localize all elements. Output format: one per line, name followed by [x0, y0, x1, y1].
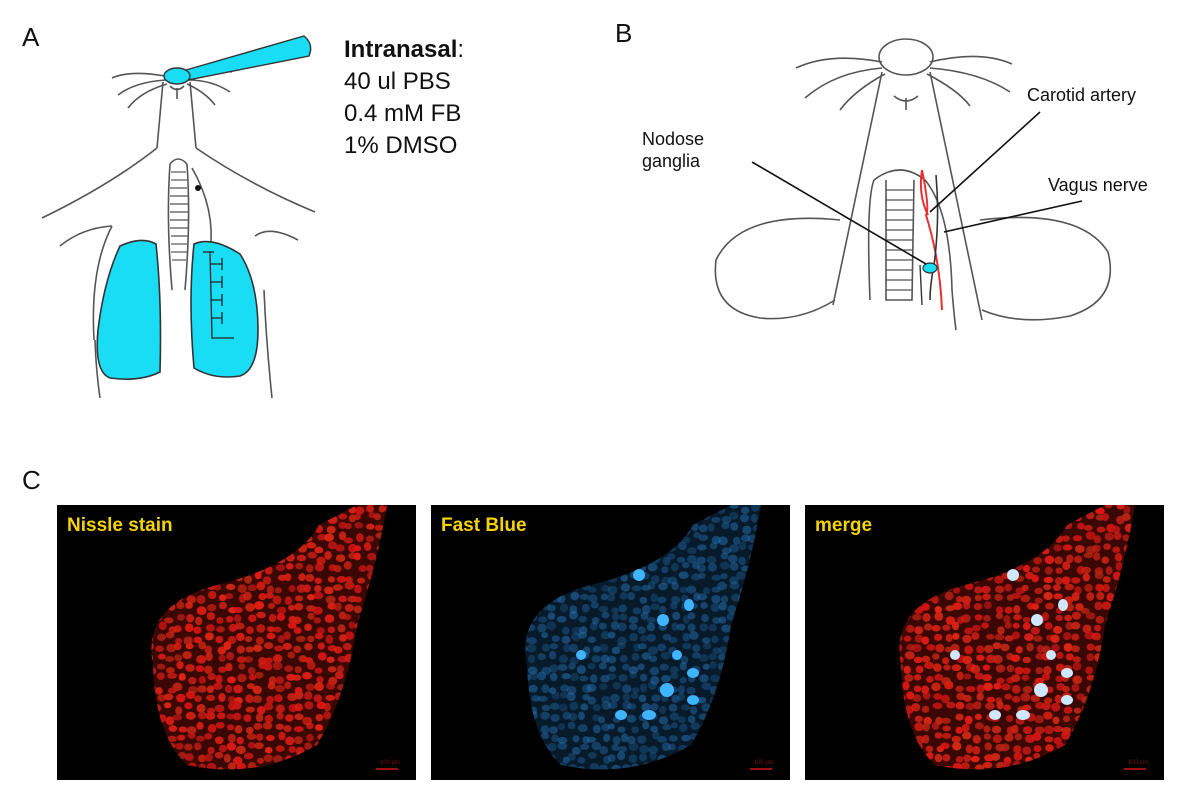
labeled-neuron [615, 710, 627, 720]
panel-a-mouse-diagram [41, 35, 316, 399]
scale-bar-text: 100 µm [753, 760, 774, 766]
labeled-neuron [687, 695, 699, 705]
fast-blue-tissue-image [525, 505, 761, 770]
panel-letter-c: C [22, 465, 41, 495]
micrograph-fast-blue: Fast Blue 100 µm [431, 505, 790, 780]
right-lung [190, 240, 259, 378]
labeled-neuron [672, 650, 682, 660]
labeled-neuron [1007, 569, 1019, 581]
scale-bar [376, 768, 398, 770]
micrograph-merge: merge 100 µm [805, 505, 1164, 780]
carotid-artery-label: Carotid artery [1027, 85, 1137, 105]
labeled-neuron [1016, 710, 1030, 720]
carotid-artery-line [921, 169, 943, 311]
scale-bar-text: 100 µm [1127, 760, 1148, 766]
pipette-icon [185, 35, 312, 81]
micrograph-label: Fast Blue [441, 515, 527, 536]
scale-bar-text: 100 µm [379, 760, 400, 766]
labeled-neuron [1046, 650, 1056, 660]
labeled-neuron [657, 614, 669, 626]
intranasal-heading: Intranasal [344, 36, 458, 63]
labeled-neuron [1034, 683, 1048, 697]
labeled-neuron [1031, 614, 1043, 626]
left-lung [96, 239, 162, 380]
solution-line: 40 ul PBS [344, 68, 451, 95]
labeled-neuron [1061, 668, 1073, 678]
scale-bar [750, 768, 772, 770]
labeled-neuron [660, 683, 674, 697]
labeled-neuron [1061, 695, 1073, 705]
labeled-neuron [576, 650, 586, 660]
micrograph-label: merge [815, 515, 873, 536]
labeled-neuron [950, 650, 960, 660]
merge-tissue-image [899, 505, 1135, 770]
labeled-neuron [989, 710, 1001, 720]
panel-letter-b: B [615, 18, 633, 48]
nissl-tissue-image [151, 505, 387, 770]
micrograph-label: Nissle stain [67, 515, 173, 536]
labeled-neuron [1058, 599, 1068, 611]
panel-letter-a: A [22, 22, 40, 52]
panel-b-dissection-diagram [714, 38, 1112, 331]
solution-line: 0.4 mM FB [344, 100, 462, 127]
nodose-ganglion [922, 262, 938, 274]
ganglion-tissue [525, 505, 761, 770]
labeled-neuron [687, 668, 699, 678]
solution-line: 1% DMSO [344, 132, 458, 159]
scale-bar [1124, 768, 1146, 770]
labeled-neuron [642, 710, 656, 720]
labeled-neuron [633, 569, 645, 581]
labeled-neuron [684, 599, 694, 611]
intranasal-solution-text: Intranasal: 40 ul PBS 0.4 mM FB 1% DMSO [344, 34, 464, 162]
nodose-ganglia-label: Nodose ganglia [642, 129, 705, 171]
nose-droplet [163, 67, 191, 85]
vagus-nerve-label: Vagus nerve [1048, 175, 1148, 195]
micrograph-nissl: Nissle stain 100 µm [57, 505, 416, 780]
